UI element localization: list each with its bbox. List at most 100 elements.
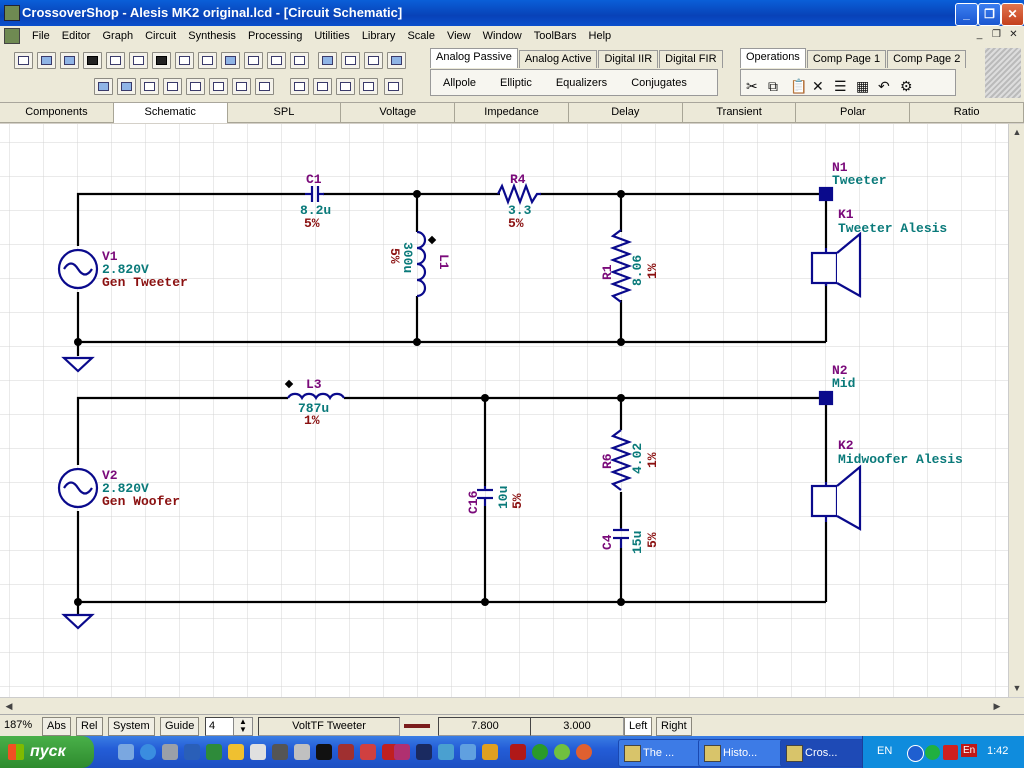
rel-button[interactable]: Rel — [76, 717, 103, 736]
menu-help[interactable]: Help — [588, 30, 612, 42]
right-button[interactable]: Right — [656, 717, 692, 736]
scroll-down-icon[interactable]: ▼ — [1012, 683, 1022, 693]
table-icon[interactable] — [341, 52, 360, 69]
inductor-l3[interactable] — [284, 379, 345, 401]
synthesis-elliptic[interactable]: Elliptic — [500, 76, 532, 89]
node-n2[interactable] — [818, 390, 834, 406]
abs-button[interactable]: Abs — [42, 717, 71, 736]
grid-icon[interactable] — [255, 78, 274, 95]
synthesis-conjugates[interactable]: Conjugates — [631, 76, 687, 89]
zoom-5-icon[interactable] — [232, 78, 251, 95]
document-icon[interactable] — [290, 52, 309, 69]
print-icon[interactable] — [267, 52, 286, 69]
menu-view[interactable]: View — [446, 30, 471, 42]
app-icon-2[interactable] — [250, 744, 266, 760]
scroll-up-icon[interactable]: ▲ — [1012, 127, 1022, 137]
horizontal-scrollbar[interactable]: ◀ ▶ — [0, 697, 1024, 714]
vertical-scrollbar[interactable]: ▲ ▼ — [1008, 124, 1024, 697]
voltage-source-v1[interactable] — [57, 248, 99, 290]
page-icon[interactable] — [198, 52, 217, 69]
menu-library[interactable]: Library — [361, 30, 396, 42]
graph-icon[interactable] — [364, 52, 383, 69]
wave-view-icon[interactable] — [359, 78, 378, 95]
folder-icon[interactable] — [221, 52, 240, 69]
mdi-minimize-button[interactable]: _ — [976, 29, 983, 40]
app-icon-6[interactable] — [338, 744, 354, 760]
start-button[interactable]: пуск — [0, 736, 94, 768]
image-icon[interactable] — [387, 52, 406, 69]
schematic-view-icon[interactable] — [290, 78, 309, 95]
app-icon[interactable] — [4, 5, 20, 21]
schematic-canvas[interactable]: V1 2.820V Gen Tweeter C1 8.2u 5% R4 3.3 … — [0, 124, 1008, 697]
properties-icon[interactable]: ▦ — [856, 78, 870, 94]
tab-comp-page-2[interactable]: Comp Page 2 — [887, 50, 967, 68]
tab-comp-page-1[interactable]: Comp Page 1 — [806, 50, 887, 68]
capacitor-c16[interactable] — [477, 486, 493, 506]
app-icon-15[interactable] — [554, 744, 570, 760]
zoom-3-icon[interactable] — [186, 78, 205, 95]
task-histo[interactable]: Histo... — [698, 739, 796, 767]
app-icon-10[interactable] — [438, 744, 454, 760]
menu-processing[interactable]: Processing — [247, 30, 303, 42]
show-desktop-icon[interactable] — [118, 744, 134, 760]
zoom-in-icon[interactable] — [94, 78, 113, 95]
tab-ratio[interactable]: Ratio — [910, 103, 1024, 123]
menu-scale[interactable]: Scale — [407, 30, 435, 42]
paste-icon[interactable]: 📋 — [790, 78, 808, 94]
copy-icon[interactable]: ⧉ — [768, 78, 778, 94]
app-icon-4[interactable] — [294, 744, 310, 760]
tab-transient[interactable]: Transient — [682, 103, 797, 123]
minimize-button[interactable]: _ — [955, 3, 978, 26]
node-n1[interactable] — [818, 186, 834, 202]
mdi-close-button[interactable]: ✕ — [1009, 29, 1018, 40]
zoom-out-icon[interactable] — [117, 78, 136, 95]
inductor-l1[interactable] — [416, 230, 437, 298]
synthesis-allpole[interactable]: Allpole — [443, 76, 477, 89]
maximize-button[interactable]: ❐ — [978, 3, 1001, 26]
close-button[interactable]: ✕ — [1001, 3, 1024, 26]
capacitor-c4[interactable] — [613, 528, 629, 548]
export-icon[interactable] — [175, 52, 194, 69]
network-icon[interactable] — [925, 745, 940, 760]
guide-button[interactable]: Guide — [160, 717, 200, 736]
language-indicator[interactable]: EN — [877, 745, 893, 757]
app-icon-3[interactable] — [272, 744, 288, 760]
tab-digital-iir[interactable]: Digital IIR — [598, 50, 659, 68]
tab-polar[interactable]: Polar — [796, 103, 911, 123]
resistor-r4[interactable] — [497, 182, 541, 206]
app-icon-14[interactable] — [532, 744, 548, 760]
circuit-icon[interactable] — [83, 52, 102, 69]
menu-graph[interactable]: Graph — [102, 30, 134, 42]
app-icon-13[interactable] — [510, 744, 526, 760]
text-view-icon[interactable] — [384, 78, 403, 95]
tab-analog-active[interactable]: Analog Active — [518, 50, 598, 68]
keyboard-layout-indicator[interactable]: En — [961, 744, 978, 757]
app-icon-11[interactable] — [460, 744, 476, 760]
open-folder-2-icon[interactable] — [60, 52, 79, 69]
scroll-left-icon[interactable]: ◀ — [5, 701, 13, 711]
tab-analog-passive[interactable]: Analog Passive — [430, 48, 518, 68]
left-button[interactable]: Left — [624, 717, 653, 736]
copy-icon[interactable] — [244, 52, 263, 69]
component-lib-icon[interactable] — [152, 52, 171, 69]
library-icon[interactable] — [318, 52, 337, 69]
capacitor-c1[interactable] — [305, 186, 324, 202]
app-icon-5[interactable] — [316, 744, 332, 760]
mdi-restore-button[interactable]: ❐ — [992, 29, 1001, 40]
mdi-document-icon[interactable] — [4, 28, 20, 44]
app-icon-16[interactable] — [576, 744, 592, 760]
tab-schematic[interactable]: Schematic — [113, 103, 228, 123]
menu-synthesis[interactable]: Synthesis — [188, 30, 236, 42]
app-icon-7[interactable] — [360, 744, 376, 760]
task-crossovershop[interactable]: Cros... — [780, 739, 878, 767]
photoshop-icon[interactable] — [416, 744, 432, 760]
tab-digital-fir[interactable]: Digital FIR — [659, 50, 723, 68]
synthesis-equalizers[interactable]: Equalizers — [555, 76, 608, 89]
save-as-icon[interactable] — [129, 52, 148, 69]
cut-icon[interactable]: ✂ — [746, 78, 758, 94]
response-view-icon[interactable] — [336, 78, 355, 95]
open-folder-icon[interactable] — [37, 52, 56, 69]
resistor-r6[interactable] — [609, 429, 633, 491]
menu-window[interactable]: Window — [482, 30, 522, 42]
menu-toolbars[interactable]: ToolBars — [533, 30, 577, 42]
